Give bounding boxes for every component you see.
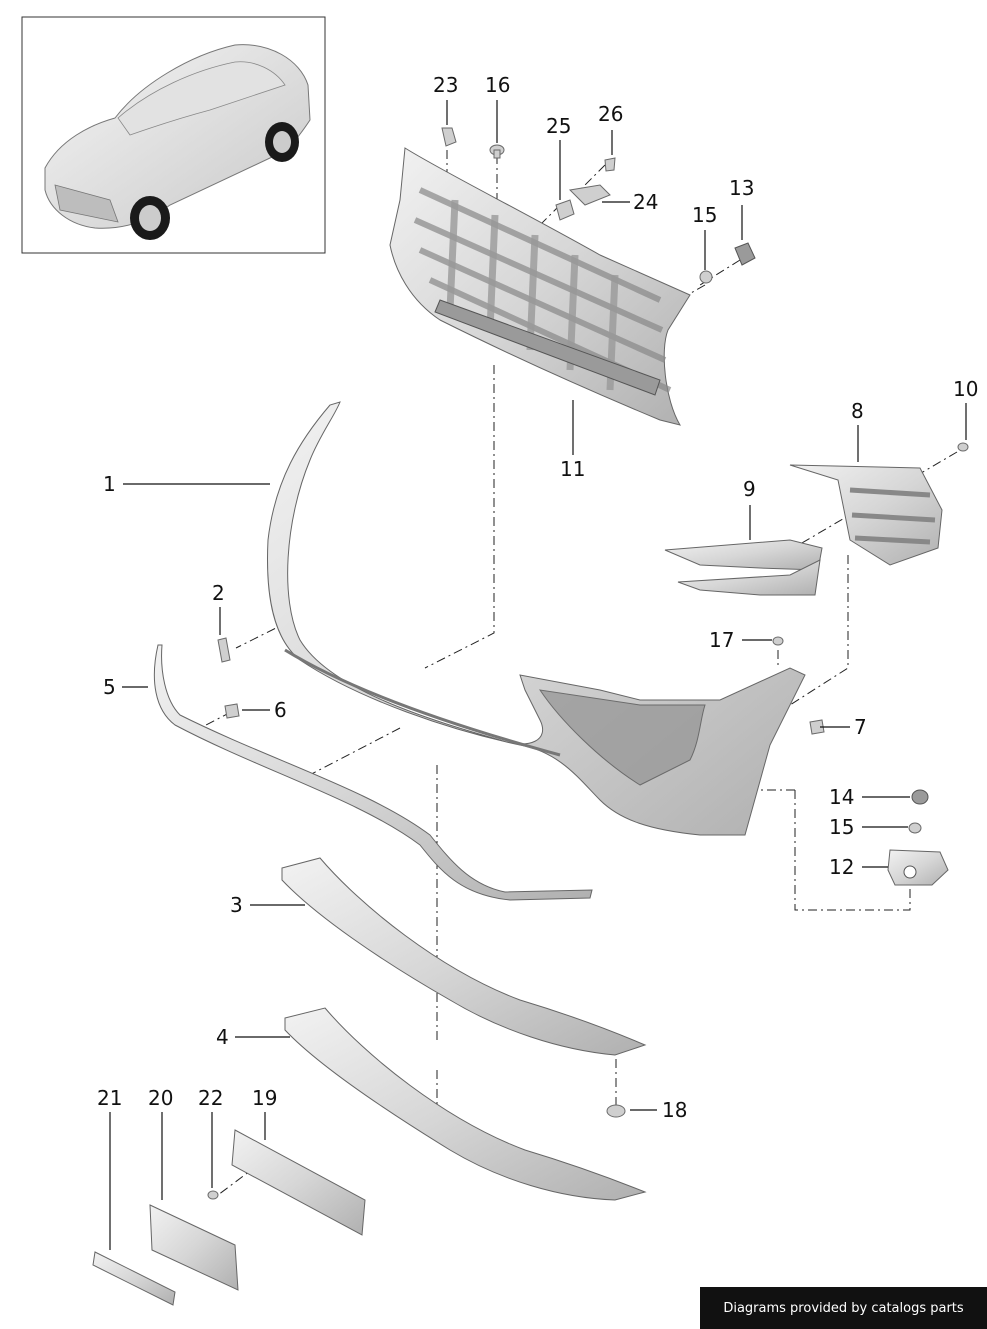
callout-20: 20 [148, 1086, 173, 1110]
callout-8: 8 [851, 399, 864, 423]
part-25-bracket [555, 199, 575, 221]
part-15-washer [908, 822, 922, 834]
part-26-bolt [604, 157, 616, 172]
callout-5: 5 [103, 675, 116, 699]
part-12-cover [887, 849, 949, 886]
callout-26: 26 [598, 102, 623, 126]
part-19-plate-holder [231, 1129, 366, 1236]
part-11-grille [389, 147, 691, 426]
callout-11: 11 [560, 457, 585, 481]
callout-2: 2 [212, 581, 225, 605]
part-3-lower-panel [281, 857, 647, 1056]
callout-14: 14 [829, 785, 854, 809]
callout-labels: 1 2 3 4 5 6 7 8 9 10 11 12 13 14 15 15 1… [97, 73, 978, 1122]
attribution-footer: Diagrams provided by catalogs parts [700, 1287, 987, 1329]
part-5-spoiler-lip [153, 644, 593, 901]
callout-21: 21 [97, 1086, 122, 1110]
car-illustration [44, 44, 311, 240]
part-9-trim-strips [664, 539, 823, 596]
part-6-clip [224, 703, 240, 719]
part-16-screw [489, 144, 505, 159]
part-8-side-grille [789, 464, 943, 566]
callout-15-lower: 15 [829, 815, 854, 839]
callout-16: 16 [485, 73, 510, 97]
leader-lines [109, 100, 967, 1250]
callout-4: 4 [216, 1025, 229, 1049]
callout-1: 1 [103, 472, 116, 496]
vehicle-overview-inset [21, 16, 326, 254]
callout-10: 10 [953, 377, 978, 401]
part-2-bracket [217, 637, 231, 663]
part-14-cap [911, 789, 929, 805]
callout-13: 13 [729, 176, 754, 200]
part-21-trim [92, 1251, 176, 1306]
part-22-screw [207, 1190, 219, 1200]
callout-22: 22 [198, 1086, 223, 1110]
callout-24: 24 [633, 190, 658, 214]
part-24-holder [568, 184, 611, 206]
part-10-screw [957, 442, 969, 452]
part-17-screw [772, 636, 784, 646]
part-18-fastener [606, 1104, 626, 1118]
callout-3: 3 [230, 893, 243, 917]
attribution-text: Diagrams provided by catalogs parts [723, 1300, 964, 1316]
callout-12: 12 [829, 855, 854, 879]
part-7-clip [809, 719, 825, 735]
callout-25: 25 [546, 114, 571, 138]
part-1-bumper-cover [267, 401, 806, 836]
part-20-plate-bracket [149, 1204, 239, 1291]
callout-23: 23 [433, 73, 458, 97]
part-13-sensor [734, 242, 756, 266]
part-23-clip [441, 127, 457, 147]
callout-17: 17 [709, 628, 734, 652]
callout-19: 19 [252, 1086, 277, 1110]
callout-7: 7 [854, 715, 867, 739]
callout-18: 18 [662, 1098, 687, 1122]
part-4-lower-panel [284, 1007, 647, 1201]
callout-6: 6 [274, 698, 287, 722]
callout-9: 9 [743, 477, 756, 501]
callout-15-upper: 15 [692, 203, 717, 227]
part-15-nut-top [699, 270, 713, 284]
